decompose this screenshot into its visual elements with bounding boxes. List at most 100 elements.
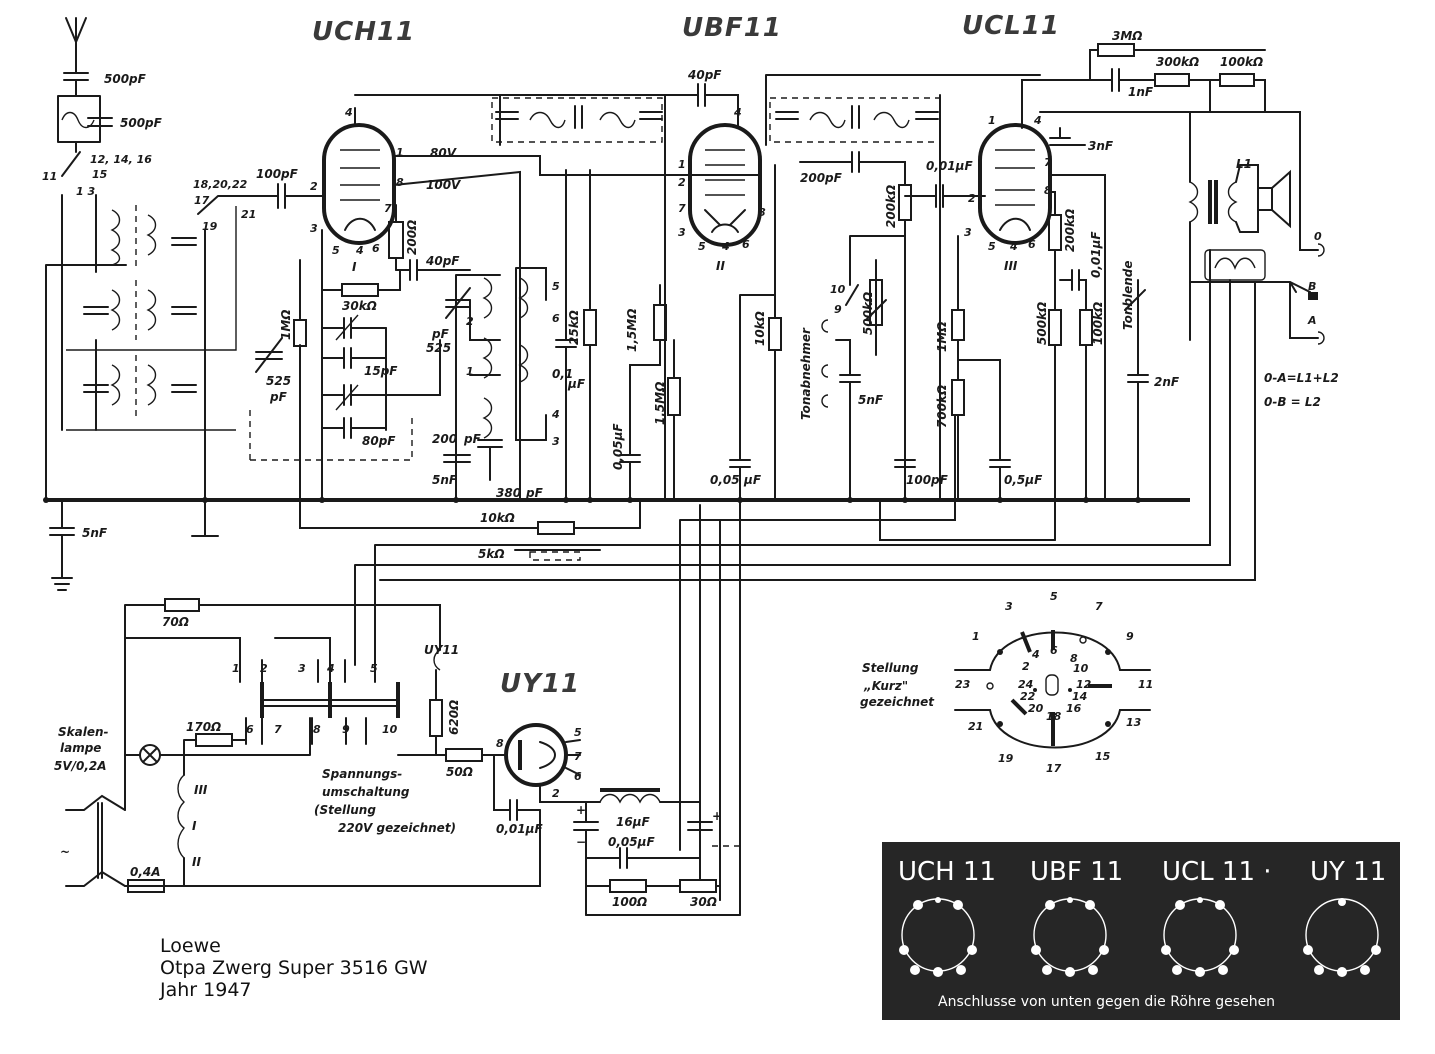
resistor-10k-horizontal [299,499,641,535]
wafer-caption-3: gezeichnet [860,695,935,709]
label-c-200pf-osc2: pF [463,432,482,446]
if-filter-2 [765,74,1041,501]
label-c-40pf-top: 40pF [687,68,722,82]
socket-diagram-uch11 [899,897,977,977]
tube-numeral-ubf11: II [716,259,725,273]
svg-text:+: + [712,809,722,823]
pickup-switch-and-pot [835,235,906,501]
lamp-label-b: lampe [60,741,101,755]
label-c-005uf-f: 0,05µF [608,835,655,849]
wafer-inner-6: 6 [1050,644,1058,657]
switch-label-10: 10 [830,283,846,296]
if-filter-1 [491,94,666,501]
svg-text:1: 1 [466,365,474,378]
ground-capacitor-5nf [49,499,75,591]
mains-switch-8: 8 [313,723,321,736]
svg-text:5: 5 [988,240,996,253]
switch-label-15: 15 [92,168,108,181]
mains-switch-3: 3 [298,662,306,675]
label-c-200pf-osc: 200 [432,432,457,446]
wafer-pin-5: 5 [1050,590,1058,603]
heater-mark-iii: III [194,783,208,797]
wafer-caption-1: Stellung [862,661,919,675]
wafer-inner-14: 14 [1072,690,1087,703]
socket-title-ucl11: UCL 11 · [1162,857,1272,887]
capacitor-200pf-ucl [799,151,906,186]
label-c-01uf2: µF [567,377,586,391]
voltage-80v: 80V [430,146,458,160]
svg-text:2: 2 [466,315,474,328]
label-c-80pf: 80pF [362,434,396,448]
wafer-inner-18: 18 [1046,710,1062,723]
heater-chain [177,774,186,887]
label-r-100-f: 100Ω [612,895,647,909]
svg-text:6: 6 [552,312,560,325]
scale-lamp [124,717,311,766]
wafer-switch [954,630,1151,749]
lamp-label-a: Skalen- [58,725,109,739]
label-r-10k-vert: 10kΩ [753,311,767,346]
oscillator-trimmer-bank [321,229,441,501]
uch11-anode-wires [393,155,761,501]
tube-uy11 [493,723,601,811]
label-c-525-mid2: pF [431,327,450,341]
label-r-100k-b: 100kΩ [1091,302,1105,345]
wafer-inner-12: 12 [1076,678,1092,691]
tube-ubf11 [688,123,762,247]
speaker-formula-1: 0-A=L1+L2 [1264,371,1339,385]
label-c-005uf-a: 0,05µF [611,423,625,470]
wafer-pin-15: 15 [1095,750,1111,763]
label-r-70: 70Ω [162,615,189,629]
socket-title-uch11: UCH 11 [898,857,996,887]
resistor-10k-vertical [729,164,782,501]
resistor-25k [583,169,597,501]
label-r-200: 200Ω [405,220,419,255]
capacitor-0-1uf [555,169,577,501]
resistor-1-5m-a [619,284,667,501]
svg-text:2: 2 [310,180,318,193]
label-uy11-small: UY11 [424,643,459,657]
label-c-5nf-ground: 5nF [82,526,108,540]
title-block: Loewe Otpa Zwerg Super 3516 GW Jahr 1947 [160,935,428,1001]
label-r-10k-h: 10kΩ [480,511,515,525]
svg-text:2: 2 [968,192,976,205]
label-c-3nf: 3nF [1088,139,1114,153]
socket-title-ubf11: UBF 11 [1030,857,1123,887]
gang-linkage-dashed [249,405,413,461]
label-c-380pf2: pF [525,486,544,500]
model-label: Otpa Zwerg Super 3516 GW [160,957,428,979]
loudspeaker [1235,164,1291,233]
switch-label-17: 17 [194,194,210,207]
socket-diagram-ucl11 [1161,897,1239,977]
mains-text-2: umschaltung [322,785,410,799]
mains-switch-7: 7 [274,723,282,736]
label-r-1m-mid: 1MΩ [935,322,949,353]
label-c-525-mid: 525 [426,341,451,355]
switch-label-182022: 18,20,22 [193,178,248,191]
svg-text:6: 6 [574,770,582,783]
label-r-3m: 3MΩ [1112,29,1143,43]
switch-label-19: 19 [202,220,218,233]
svg-text:−: − [576,835,586,849]
heater-mark-i: I [192,819,197,833]
speaker-terminal-a: A [1307,314,1317,327]
svg-text:2: 2 [552,787,560,800]
label-c-05uf: 0,5µF [1004,473,1043,487]
voltage-selector-switch [124,637,400,745]
mains-text-3: (Stellung [314,803,376,817]
resistor-30k [321,269,401,297]
mains-switch-9: 9 [342,723,350,736]
heater-mark-ii: II [192,855,201,869]
wafer-pin-13: 13 [1126,716,1142,729]
wafer-pin-3: 3 [1005,600,1013,613]
label-r-500k-pot: 500kΩ [861,292,875,335]
label-r-15m-b: 1,5MΩ [653,382,667,425]
tube-title-ucl11: UCL11 [962,11,1060,41]
svg-text:7: 7 [384,202,392,215]
socket-diagram-ubf11 [1031,897,1109,977]
svg-text:3: 3 [678,226,686,239]
svg-text:3: 3 [310,222,318,235]
speaker-formula-2: 0-B = L2 [1264,395,1321,409]
label-c-001uf-b: 0,01µF [1089,231,1103,278]
tone-control-label: Tonblende [1121,260,1135,330]
